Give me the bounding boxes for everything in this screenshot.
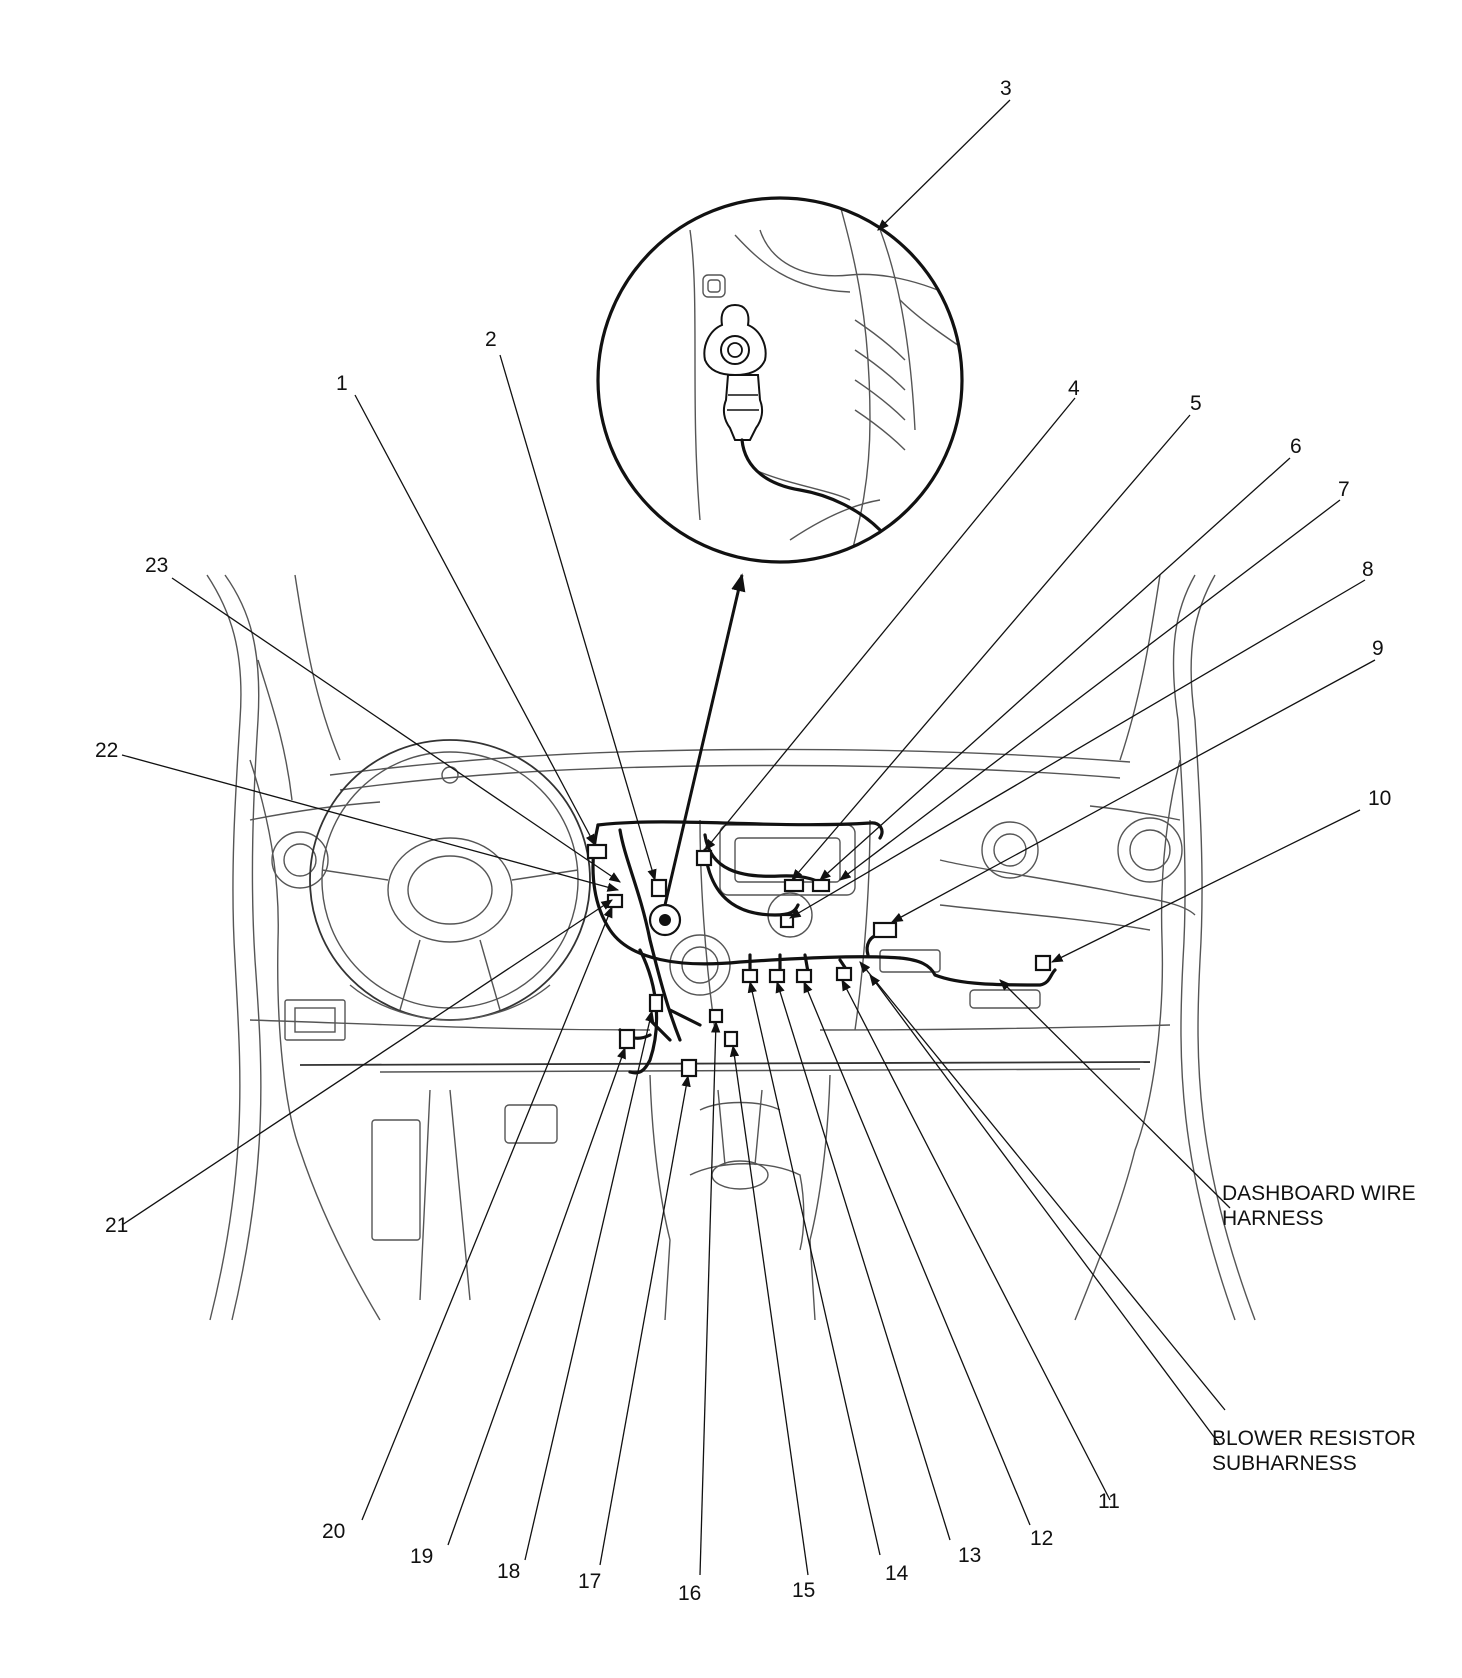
blower-resistor-subharness-label-line1: BLOWER RESISTOR [1212, 1427, 1416, 1450]
callout-9: 9 [1372, 637, 1384, 660]
vehicle-interior-outline [206, 574, 1256, 1321]
callout-13: 13 [958, 1544, 981, 1567]
callout-19: 19 [410, 1545, 433, 1568]
callout-18: 18 [497, 1560, 520, 1583]
callout-12: 12 [1030, 1527, 1053, 1550]
callout-2: 2 [485, 328, 497, 351]
callout-labels: 1 2 3 4 5 6 7 8 9 10 11 12 13 14 15 16 1… [95, 77, 1416, 1605]
callout-leaders [121, 99, 1376, 1576]
callout-10: 10 [1368, 787, 1391, 810]
steering-wheel [309, 739, 591, 1021]
blower-resistor-subharness-label-line2: SUBHARNESS [1212, 1452, 1357, 1475]
callout-4: 4 [1068, 377, 1080, 400]
ground-terminal-detail-view [596, 196, 964, 564]
callout-7: 7 [1338, 478, 1350, 501]
callout-1: 1 [336, 372, 348, 395]
callout-14: 14 [885, 1562, 909, 1585]
callout-5: 5 [1190, 392, 1202, 415]
callout-8: 8 [1362, 558, 1374, 581]
detail-pointer-arrow [663, 573, 746, 906]
callout-11: 11 [1098, 1490, 1120, 1513]
callout-20: 20 [322, 1520, 345, 1543]
callout-17: 17 [578, 1570, 601, 1593]
callout-21: 21 [105, 1214, 128, 1237]
callout-3: 3 [1000, 77, 1012, 100]
callout-6: 6 [1290, 435, 1302, 458]
callout-15: 15 [792, 1579, 815, 1602]
dashboard-wire-harness-label-line2: HARNESS [1222, 1207, 1324, 1230]
dashboard-wire-harness-label-line1: DASHBOARD WIRE [1222, 1182, 1416, 1205]
callout-23: 23 [145, 554, 168, 577]
callout-16: 16 [678, 1582, 701, 1605]
callout-22: 22 [95, 739, 118, 762]
dashboard-wire-harness [591, 820, 1057, 1075]
